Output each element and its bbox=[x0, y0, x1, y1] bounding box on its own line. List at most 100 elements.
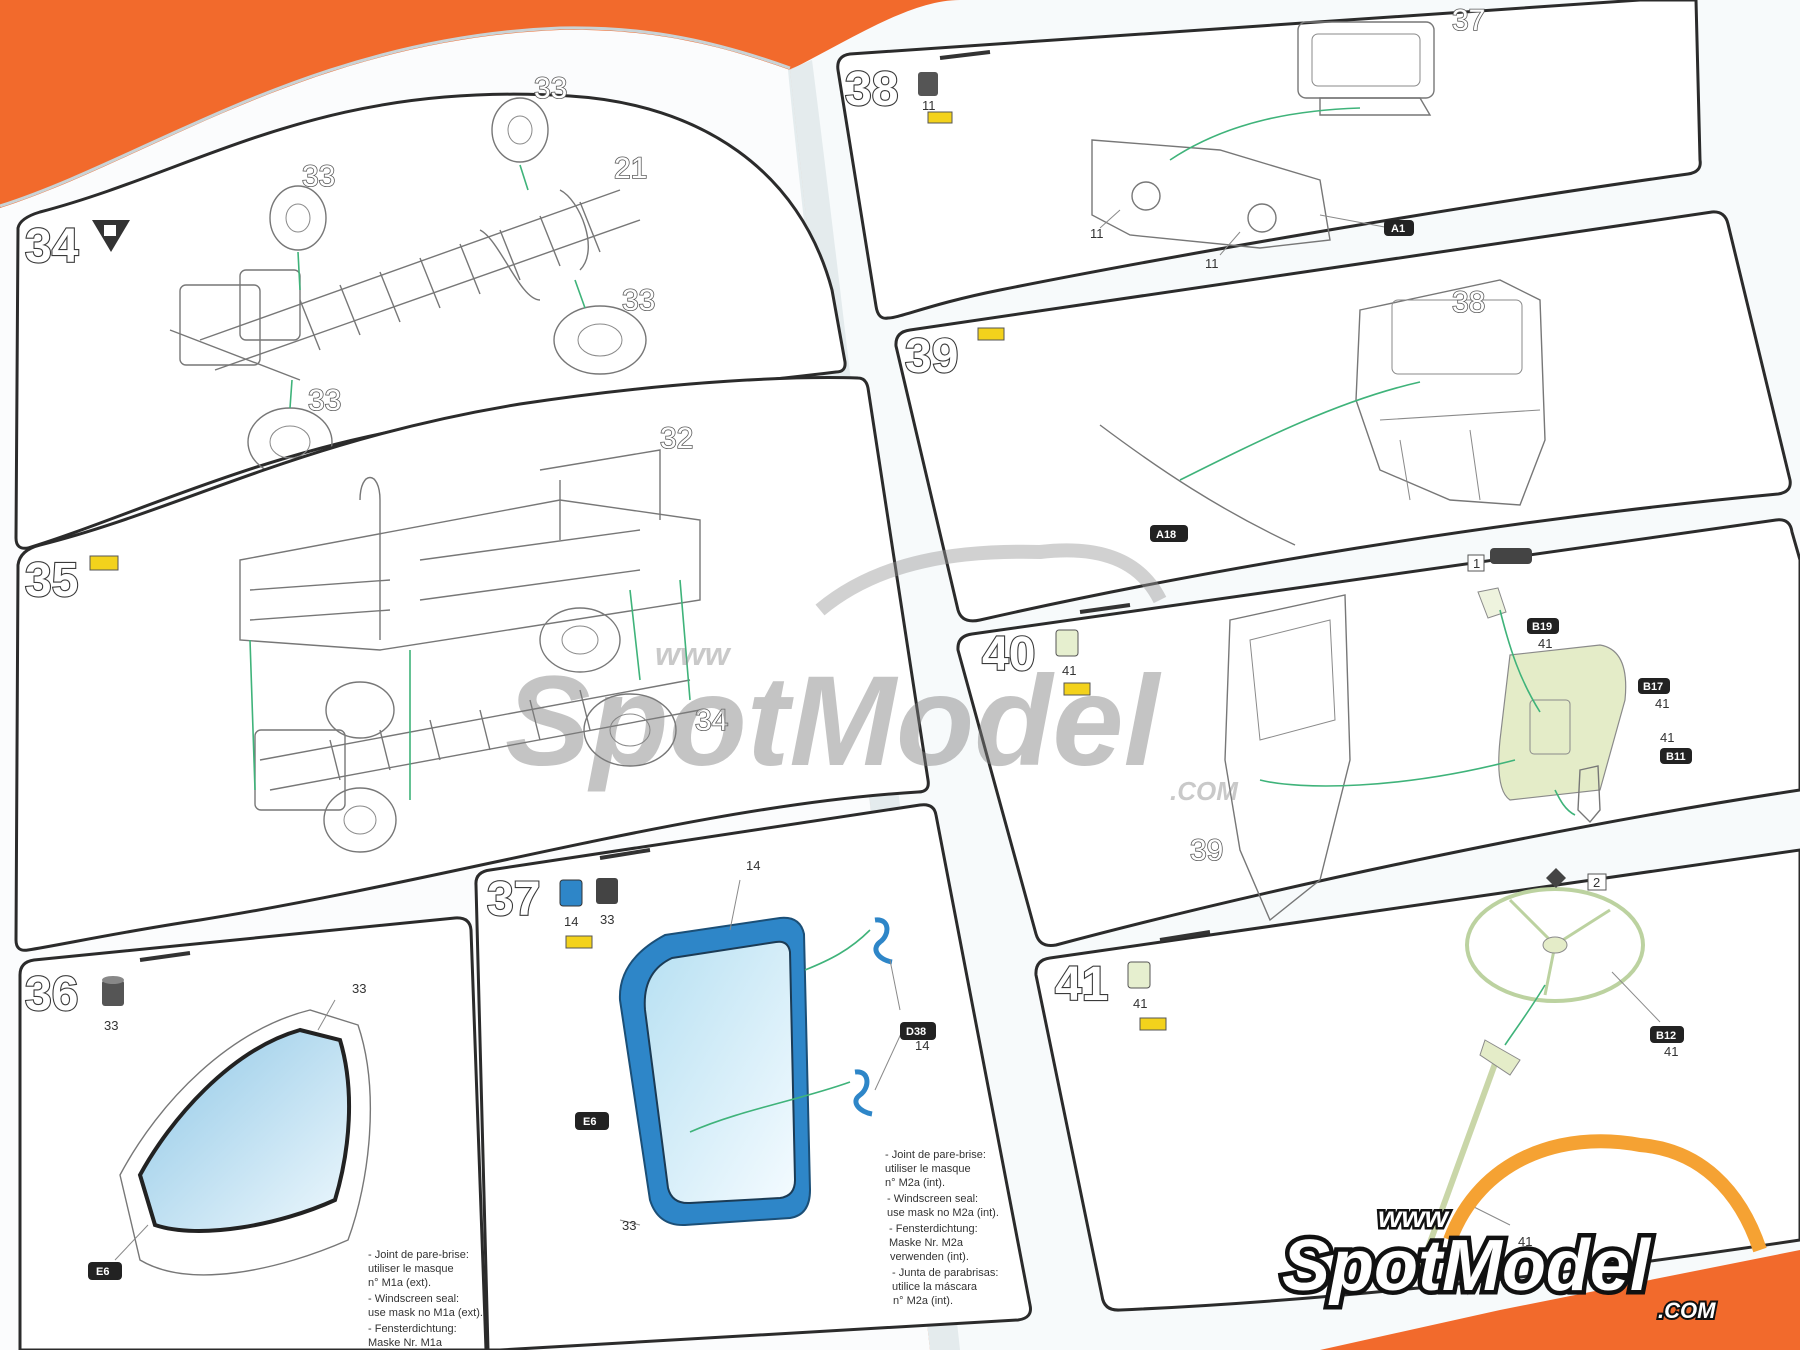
step-37-panel: 37 14 33 14 14 33 D38 E6 - Joint de pare… bbox=[474, 803, 1032, 1350]
step-37-notes: - Joint de pare-brise: utiliser le masqu… bbox=[885, 1149, 999, 1307]
step-34-ref-1: 33 bbox=[534, 72, 567, 105]
svg-text:- Windscreen seal:: - Windscreen seal: bbox=[368, 1293, 459, 1305]
part-tag-a18 bbox=[1150, 525, 1188, 542]
brush-icon-41 bbox=[1159, 930, 1211, 942]
step-38-ref-3: 11 bbox=[1205, 256, 1219, 271]
step-38-panel: 38 11 37 11 11 A1 bbox=[836, 0, 1702, 320]
center-watermark: www SpotModel .COM bbox=[505, 543, 1239, 806]
logo-www: www bbox=[1378, 1201, 1450, 1234]
logo-com: .COM bbox=[1658, 1298, 1716, 1323]
glue-icon-39 bbox=[977, 327, 1005, 341]
part-tag-b17 bbox=[1638, 678, 1670, 694]
svg-text:utiliser le masque: utiliser le masque bbox=[368, 1263, 454, 1275]
steering-wheel-part bbox=[1465, 887, 1645, 1003]
svg-text:n° M2a (int).: n° M2a (int). bbox=[893, 1295, 953, 1307]
step-35-panel: 35 32 34 bbox=[14, 376, 930, 952]
wheel-35-d bbox=[323, 787, 397, 853]
step-37-paint-1: 14 bbox=[564, 914, 578, 929]
svg-text:utiliser le masque: utiliser le masque bbox=[885, 1163, 971, 1175]
seal-clip-top bbox=[873, 917, 893, 965]
part-tag-b11 bbox=[1660, 748, 1692, 764]
dashboard-part bbox=[1498, 644, 1627, 801]
step-41-number: 41 bbox=[1055, 958, 1108, 1011]
count-box-2 bbox=[1587, 873, 1607, 891]
step-34-ref-5: 33 bbox=[308, 384, 341, 417]
step-37-ref-2: 14 bbox=[915, 1038, 929, 1053]
step-35-ref-1: 32 bbox=[660, 422, 693, 455]
svg-text:utilice la máscara: utilice la máscara bbox=[892, 1281, 978, 1293]
chassis-drawing bbox=[169, 189, 641, 381]
step-34-ref-4: 33 bbox=[622, 284, 655, 317]
wheel-35-c bbox=[325, 681, 395, 739]
svg-text:Maske Nr. M1a: Maske Nr. M1a bbox=[368, 1337, 443, 1349]
step-40-panel: 40 41 1 39 41 41 41 B19 B17 B11 bbox=[956, 518, 1800, 947]
svg-text:- Fensterdichtung:: - Fensterdichtung: bbox=[889, 1223, 978, 1235]
step-39-number: 39 bbox=[905, 330, 958, 383]
flag-icon bbox=[104, 225, 116, 236]
svg-text:n° M1a (ext).: n° M1a (ext). bbox=[368, 1277, 431, 1289]
svg-text:use mask no M2a (int).: use mask no M2a (int). bbox=[887, 1207, 999, 1219]
count-box-1-label: 1 bbox=[1473, 556, 1480, 571]
part-tag-e6-label: E6 bbox=[96, 1266, 109, 1278]
brush-icon-40 bbox=[1079, 603, 1131, 614]
step-39-panel: 39 38 A18 bbox=[894, 210, 1792, 623]
cab-door-assembly bbox=[1224, 594, 1351, 922]
step-41-panel: 41 41 2 41 41 B12 bbox=[1034, 848, 1800, 1312]
wheel-35-a bbox=[539, 607, 621, 673]
bracket-part-b11 bbox=[1577, 765, 1601, 824]
svg-text:n° M2a (int).: n° M2a (int). bbox=[885, 1177, 945, 1189]
svg-text:- Junta de parabrisas:: - Junta de parabrisas: bbox=[892, 1267, 998, 1279]
wheel-right bbox=[553, 305, 647, 375]
step-34-ref-2: 33 bbox=[302, 160, 335, 193]
windscreen-glass bbox=[119, 1009, 372, 1276]
step-37-ref-3: 33 bbox=[622, 1218, 636, 1233]
paint-pot-lid bbox=[102, 976, 124, 984]
part-tag-a18-label: A18 bbox=[1156, 529, 1176, 541]
part-tag-e6-37-label: E6 bbox=[583, 1116, 596, 1128]
pickup-body-drawing bbox=[239, 449, 701, 651]
step-40-ref-4: 41 bbox=[1660, 730, 1674, 745]
svg-text:use mask no M1a (ext).: use mask no M1a (ext). bbox=[368, 1307, 483, 1319]
part-tag-d38-label: D38 bbox=[906, 1026, 926, 1038]
decal-part bbox=[1490, 548, 1532, 564]
part-tag-b19-label: B19 bbox=[1532, 621, 1552, 633]
step-40-ref-3: 41 bbox=[1655, 696, 1669, 711]
rear-window-part bbox=[1297, 21, 1435, 116]
glue-icon-40 bbox=[1063, 682, 1091, 696]
step-39-ref: 38 bbox=[1452, 286, 1485, 319]
part-tag-e6 bbox=[88, 1262, 122, 1280]
svg-text:- Joint de pare-brise:: - Joint de pare-brise: bbox=[368, 1249, 469, 1261]
step-41-paint: 41 bbox=[1133, 996, 1147, 1011]
brush-icon-38 bbox=[939, 50, 991, 60]
spotmodel-logo: www SpotModel .COM bbox=[1278, 1134, 1767, 1325]
step-36-panel: 36 33 33 E6 - Joint de pare-brise: utili… bbox=[18, 916, 488, 1350]
svg-text:- Fensterdichtung:: - Fensterdichtung: bbox=[368, 1323, 457, 1335]
paint-pot-41 bbox=[1127, 961, 1151, 989]
glue-icon-38 bbox=[927, 111, 953, 124]
watermark-com: .COM bbox=[1170, 776, 1239, 806]
paint-pot-40 bbox=[1055, 629, 1079, 657]
part-tag-a1 bbox=[1384, 220, 1414, 236]
part-tag-b11-label: B11 bbox=[1666, 751, 1686, 763]
part-tag-d38 bbox=[900, 1022, 936, 1040]
glue-icon-37 bbox=[565, 935, 593, 949]
seal-strip bbox=[1099, 424, 1296, 546]
step-35-ref-2: 34 bbox=[695, 704, 728, 737]
step-40-ref-2: 41 bbox=[1538, 636, 1552, 651]
page-edge-left bbox=[0, 26, 791, 208]
step-34-panel: 34 33 33 21 33 33 bbox=[14, 71, 847, 550]
part-tag-b17-label: B17 bbox=[1643, 681, 1663, 693]
paint-pot-blue bbox=[559, 879, 583, 907]
step-37-number: 37 bbox=[487, 873, 540, 926]
wheel-left-top bbox=[269, 185, 327, 251]
step-36-notes: - Joint de pare-brise: utiliser le masqu… bbox=[368, 1249, 483, 1349]
glue-icon-41 bbox=[1139, 1017, 1167, 1031]
step-38-ref-2: 11 bbox=[1090, 226, 1104, 241]
diamond-icon bbox=[1546, 868, 1566, 888]
svg-text:Maske Nr. M2a: Maske Nr. M2a bbox=[889, 1237, 964, 1249]
step-37-ref-1: 14 bbox=[746, 858, 760, 873]
wheel-35-b bbox=[583, 693, 677, 767]
paint-pot-icon bbox=[102, 980, 124, 1006]
count-box-2-label: 2 bbox=[1593, 875, 1600, 890]
step-41-ref-1: 41 bbox=[1664, 1044, 1678, 1059]
